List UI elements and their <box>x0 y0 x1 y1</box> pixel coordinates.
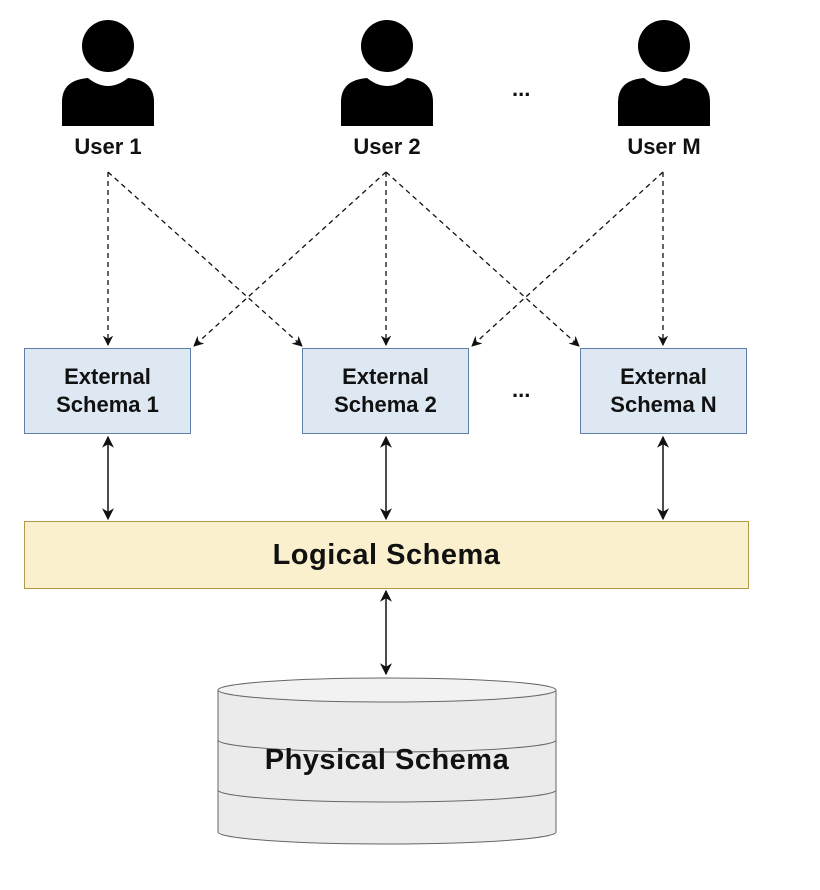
physical-schema-label: Physical Schema <box>264 744 510 776</box>
external-schema-line2: Schema N <box>610 392 717 417</box>
user-2: User 2 <box>317 20 457 160</box>
user-icon <box>341 20 433 126</box>
external-schema-line1: External <box>620 364 707 389</box>
external-schema-line2: Schema 2 <box>334 392 437 417</box>
edge-user2-extN <box>385 171 580 347</box>
user-icon <box>618 20 710 126</box>
user-label: User M <box>627 134 701 159</box>
user-label: User 2 <box>353 134 421 159</box>
external-schema-1: External Schema 1 <box>24 348 191 434</box>
edge-user1-ext2 <box>107 171 303 347</box>
user-ellipsis: ... <box>512 76 531 101</box>
external-schema-line2: Schema 1 <box>56 392 159 417</box>
external-schema-n: External Schema N <box>580 348 747 434</box>
edge-user2-ext1 <box>193 171 387 347</box>
external-schema-2: External Schema 2 <box>302 348 469 434</box>
user-m: User M <box>594 20 734 160</box>
user-icon <box>62 20 154 126</box>
user-1: User 1 <box>38 20 178 160</box>
logical-schema: Logical Schema <box>24 521 749 589</box>
physical-schema-cylinder <box>217 677 557 845</box>
user-label: User 1 <box>74 134 142 159</box>
schema-ellipsis: ... <box>512 377 531 402</box>
external-schema-line1: External <box>342 364 429 389</box>
external-schema-line1: External <box>64 364 151 389</box>
logical-schema-label: Logical Schema <box>272 538 501 571</box>
edge-userM-ext2 <box>471 171 664 347</box>
